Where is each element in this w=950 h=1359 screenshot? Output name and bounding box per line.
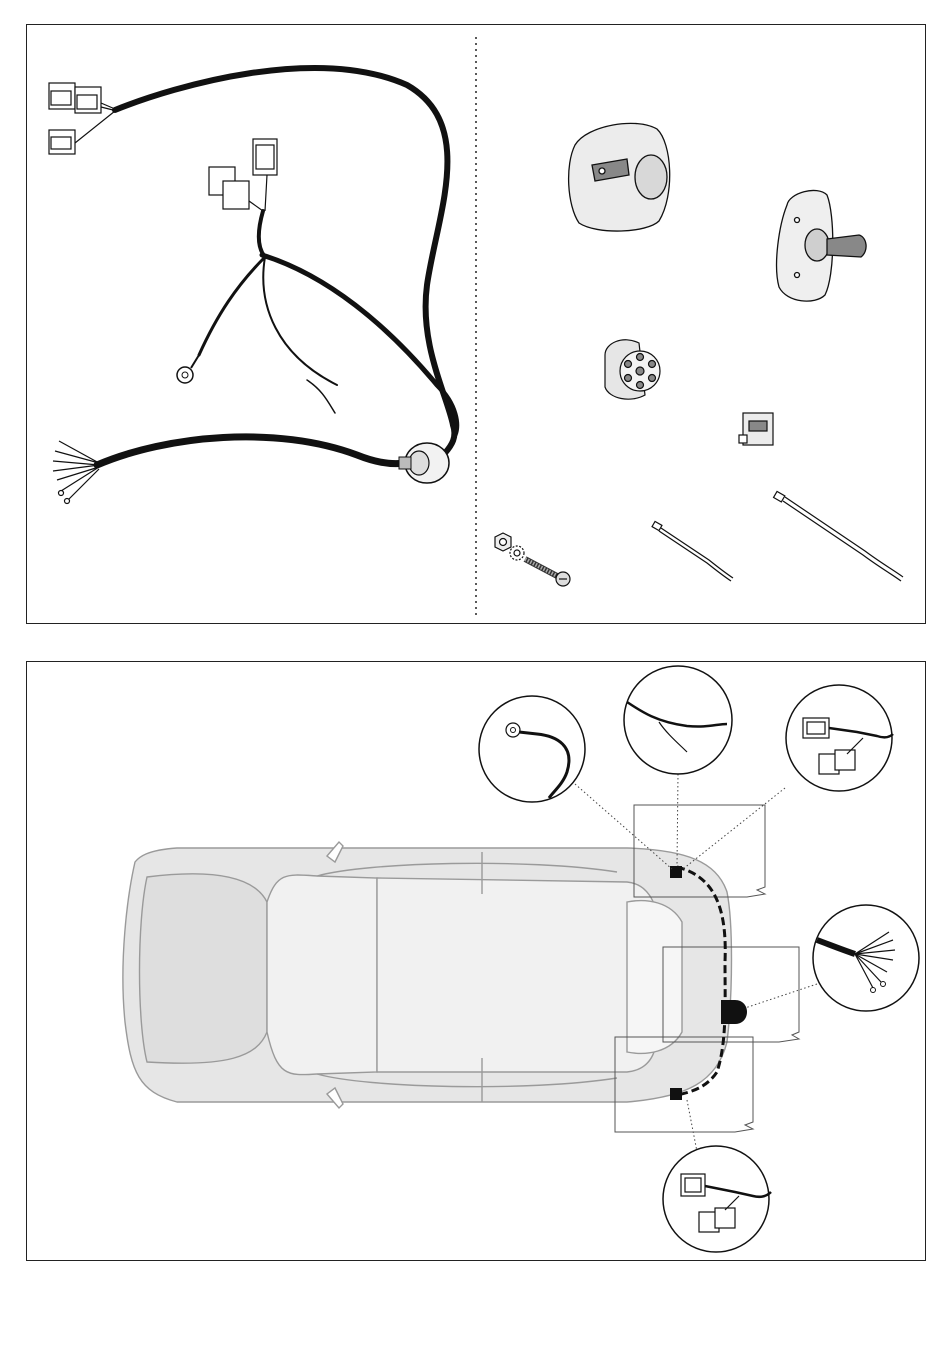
- right-light-connector-detail: [663, 1146, 771, 1252]
- ground-eyelet-icon: [177, 355, 199, 383]
- grommet-icon: [399, 443, 449, 483]
- left-connector-marker: [670, 866, 682, 878]
- socket-marker: [721, 1000, 747, 1024]
- loose-wires-icon: [53, 441, 99, 504]
- main-wiring-harness: [97, 68, 457, 465]
- install-illustration: [27, 662, 927, 1262]
- left-light-connector-detail: [786, 685, 893, 791]
- install-panel: [26, 661, 926, 1261]
- cable-tie-small: [652, 521, 733, 581]
- cable-tie-large: [774, 491, 903, 581]
- wire-detail: [624, 666, 732, 774]
- mounting-plate: [777, 190, 867, 301]
- ground-eyelet-detail: [479, 696, 585, 802]
- socket-cover: [569, 123, 670, 231]
- car-top-view: [123, 842, 732, 1108]
- top-left-connectors-icon: [49, 83, 117, 154]
- right-connector-marker: [670, 1088, 682, 1100]
- small-connector: [739, 413, 773, 445]
- socket-wires-detail: [813, 905, 919, 1011]
- bolt-nut-washer: [495, 533, 570, 586]
- seven-pin-socket: [605, 340, 660, 399]
- parts-panel: [26, 24, 926, 624]
- middle-connectors-icon: [209, 139, 277, 211]
- parts-illustration: [27, 25, 927, 625]
